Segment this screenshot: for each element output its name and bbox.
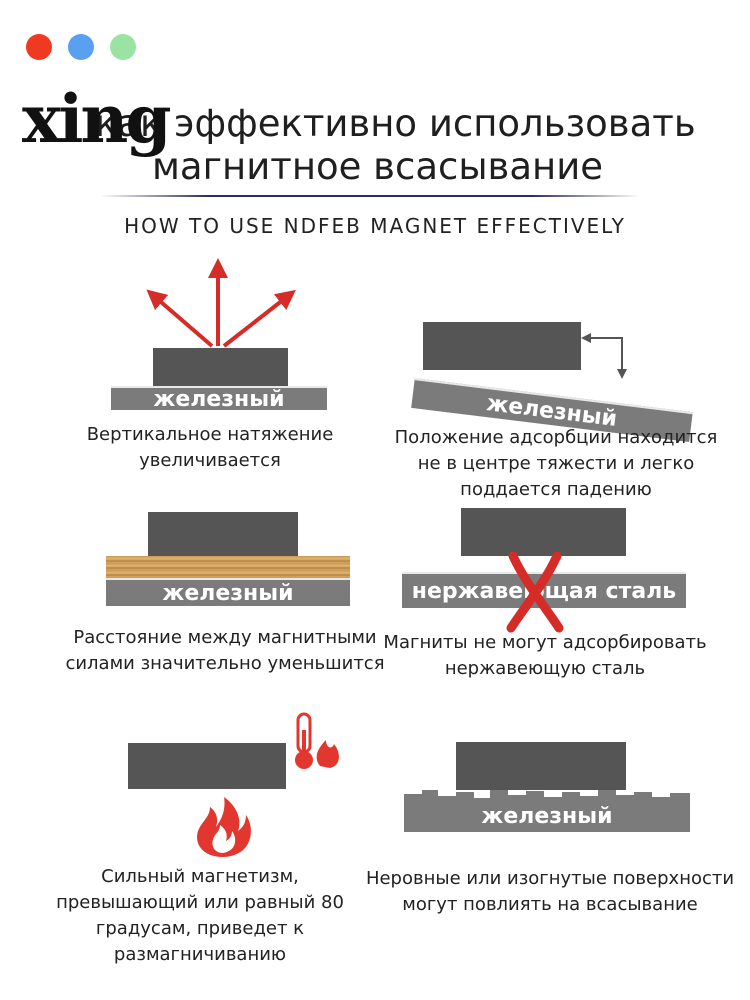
- caption-line: Магниты не могут адсорбировать: [383, 632, 707, 653]
- red-pull-arrows-icon: [146, 258, 296, 348]
- caption-stainless: Магниты не могут адсорбировать нержавеющ…: [375, 630, 715, 682]
- window-dots: [26, 34, 136, 60]
- magnet-block: [461, 508, 626, 556]
- caption-line: силами значительно уменьшится: [65, 653, 385, 674]
- blue-dot: [68, 34, 94, 60]
- plate-label: железный: [481, 803, 613, 829]
- caption-line: увеличивается: [139, 450, 281, 471]
- magnet-block: [423, 322, 581, 370]
- plate-label: железный: [153, 386, 285, 412]
- magnet-block: [456, 742, 626, 790]
- wood-spacer: [106, 556, 350, 578]
- title-divider: [100, 195, 640, 197]
- caption-uneven: Неровные или изогнутые поверхности могут…: [360, 866, 740, 918]
- magnet-block: [128, 743, 286, 789]
- page-subtitle: HOW TO USE NDFEB MAGNET EFFECTIVELY: [124, 214, 626, 238]
- caption-line: поддается падению: [460, 479, 652, 500]
- caption-line: Неровные или изогнутые поверхности: [365, 868, 735, 889]
- fire-icon: [197, 797, 251, 857]
- brand-logo: xing: [22, 80, 172, 158]
- caption-vertical-pull: Вертикальное натяжение увеличивается: [60, 422, 360, 474]
- plate-label: железный: [162, 580, 294, 606]
- magnet-block: [153, 348, 288, 386]
- caption-off-center: Положение адсорбции находится не в центр…: [386, 425, 726, 503]
- thermometer-flame-icon: [295, 712, 339, 769]
- red-x-icon: [506, 551, 564, 633]
- caption-line: превышающий или равный 80: [56, 892, 344, 913]
- caption-line: Сильный магнетизм,: [101, 866, 299, 887]
- caption-line: Расстояние между магнитными: [73, 627, 377, 648]
- caption-line: нержавеющую сталь: [444, 658, 646, 679]
- page-title-line2: магнитное всасывание: [152, 145, 604, 188]
- green-dot: [110, 34, 136, 60]
- caption-line: могут повлиять на всасывание: [402, 894, 698, 915]
- iron-plate: железный: [111, 386, 327, 412]
- caption-heat: Сильный магнетизм, превышающий или равны…: [10, 864, 390, 968]
- iron-plate-uneven: железный: [404, 800, 690, 832]
- magnet-block: [148, 512, 298, 556]
- red-dot: [26, 34, 52, 60]
- caption-line: не в центре тяжести и легко: [417, 453, 695, 474]
- page-title-line1: как эффективно использовать: [95, 102, 696, 145]
- caption-line: Вертикальное натяжение: [86, 424, 334, 445]
- iron-plate: железный: [106, 578, 350, 606]
- uneven-plate-edge: [404, 790, 690, 802]
- caption-line: Положение адсорбции находится: [394, 427, 718, 448]
- caption-line: градусам, приведет к размагничиванию: [95, 918, 305, 965]
- bent-arrow-icon: [581, 333, 627, 379]
- caption-gap: Расстояние между магнитными силами значи…: [40, 625, 410, 677]
